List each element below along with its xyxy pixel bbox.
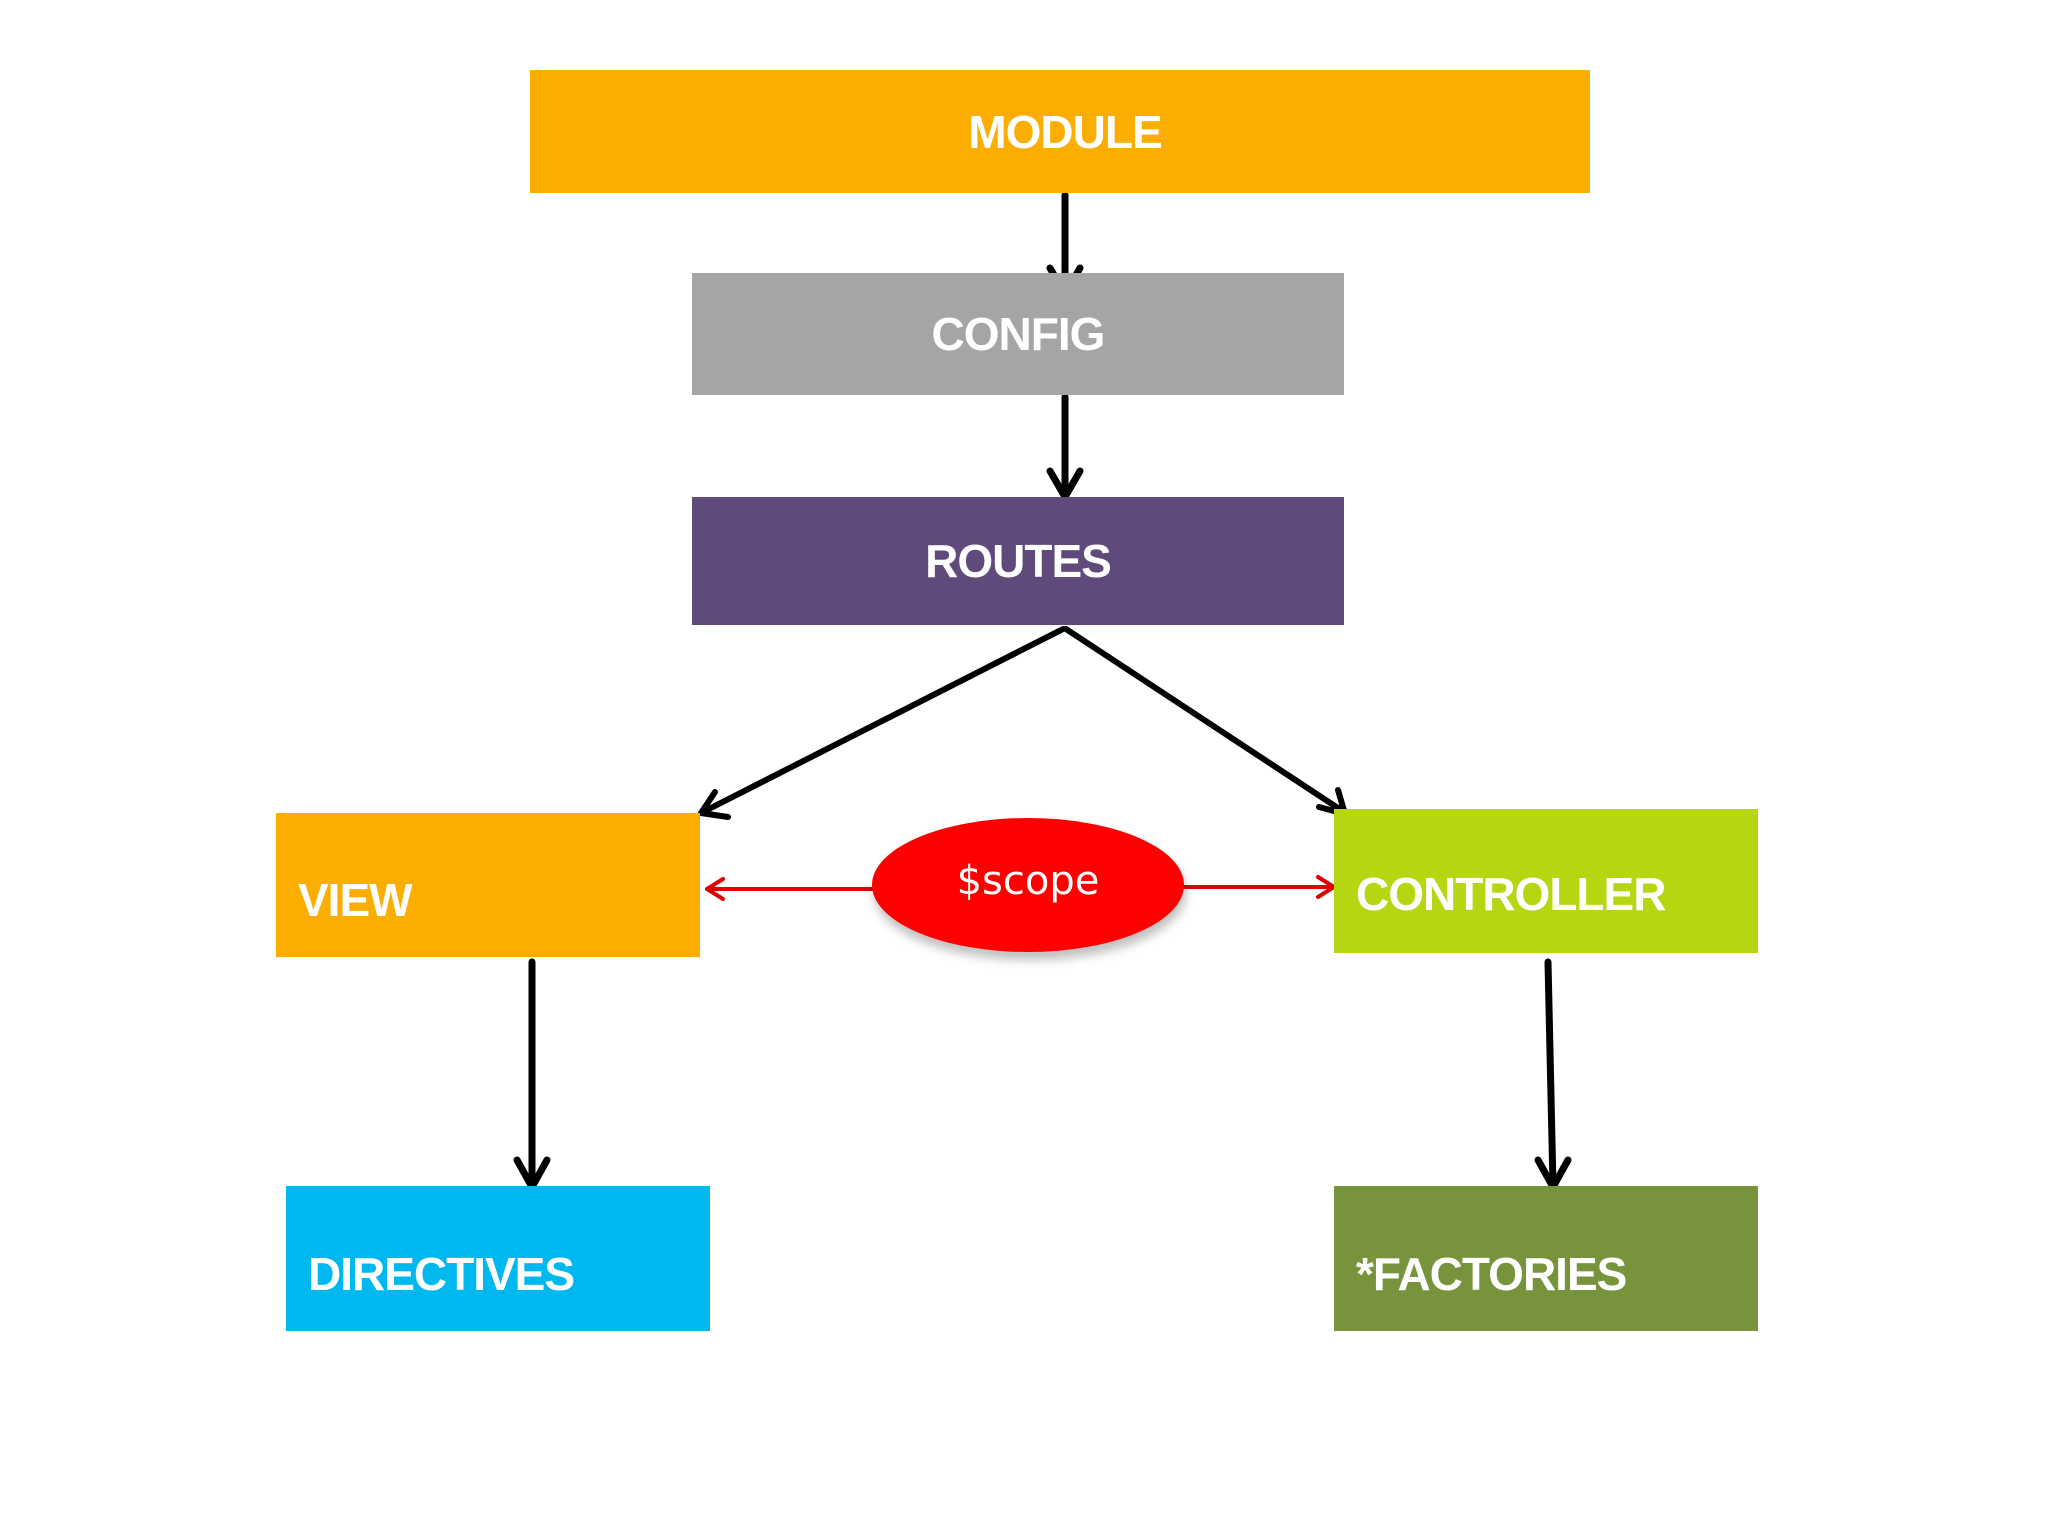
controller-node: CONTROLLER bbox=[1334, 809, 1758, 953]
module-label: MODULE bbox=[968, 105, 1162, 158]
scope-label: $scope bbox=[956, 858, 1100, 904]
config-node: CONFIG bbox=[692, 273, 1344, 395]
arrow-controller-to-factories bbox=[1534, 958, 1572, 1191]
arrow-scope-to-view bbox=[705, 877, 876, 901]
arrow-config-to-routes bbox=[1046, 393, 1084, 501]
arrow-scope-to-controller bbox=[1182, 875, 1336, 899]
arrow-routes-to-view bbox=[698, 626, 1066, 820]
directives-node: DIRECTIVES bbox=[286, 1186, 710, 1331]
arrow-routes-to-controller bbox=[1063, 626, 1348, 817]
routes-label: ROUTES bbox=[925, 535, 1112, 587]
view-node: VIEW bbox=[276, 813, 700, 957]
factories-label: *FACTORIES bbox=[1356, 1248, 1627, 1300]
view-label: VIEW bbox=[298, 874, 413, 926]
scope-ellipse: $scope bbox=[872, 818, 1184, 952]
module-node: MODULE bbox=[530, 70, 1590, 193]
routes-node: ROUTES bbox=[692, 497, 1344, 625]
directives-label: DIRECTIVES bbox=[308, 1248, 575, 1300]
arrow-view-to-directives bbox=[513, 958, 551, 1191]
factories-node: *FACTORIES bbox=[1334, 1186, 1758, 1331]
config-label: CONFIG bbox=[931, 308, 1106, 360]
controller-label: CONTROLLER bbox=[1356, 868, 1666, 920]
